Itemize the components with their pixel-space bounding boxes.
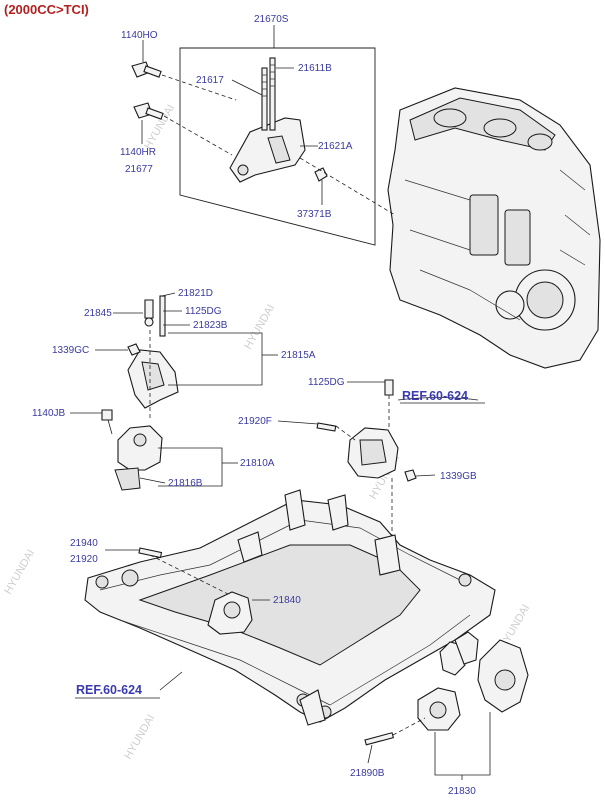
watermark: HYUNDAI [2,548,37,597]
part-label-1140HR[interactable]: 1140HR [120,147,156,158]
bolt-1140HR [133,102,164,144]
lower-mount-21830 [364,631,529,780]
part-label-21821D[interactable]: 21821D [178,288,213,299]
part-label-21823B[interactable]: 21823B [193,320,228,331]
transmission-mount-group [70,292,278,491]
part-label-1339GC[interactable]: 1339GC [52,345,89,356]
reference-link-lower[interactable]: REF.60-624 [76,683,142,697]
front-mount-group [277,379,479,540]
part-label-21670S[interactable]: 21670S [254,14,289,25]
part-label-1125DG-b[interactable]: 1125DG [308,377,345,388]
variant-label: (2000CC>TCI) [4,2,89,17]
part-label-21677[interactable]: 21677 [125,164,153,175]
part-label-21890B[interactable]: 21890B [350,768,385,779]
subframe-illustration [84,489,496,726]
part-label-21617[interactable]: 21617 [196,75,224,86]
part-label-21816B[interactable]: 21816B [168,478,203,489]
bolt-1140HO [131,40,162,78]
engine-mount-bracket-group [179,25,376,246]
rear-mount-21840 [207,591,270,635]
part-label-21810A[interactable]: 21810A [240,458,275,469]
part-label-21611B[interactable]: 21611B [298,63,332,74]
part-label-1140JB[interactable]: 1140JB [32,408,66,419]
part-label-1339GB[interactable]: 1339GB [440,471,477,482]
part-label-37371B[interactable]: 37371B [297,209,332,220]
watermark: HYUNDAI [242,303,277,352]
bolt-21940 [105,547,163,559]
ref-lower-leader [159,671,183,691]
watermark: HYUNDAI [122,713,157,762]
part-label-21830[interactable]: 21830 [448,786,476,797]
part-label-1125DG-a[interactable]: 1125DG [185,306,222,317]
part-label-21940[interactable]: 21940 [70,538,98,549]
part-label-21920[interactable]: 21920 [70,554,98,565]
part-label-21815A[interactable]: 21815A [281,350,316,361]
reference-link-upper[interactable]: REF.60-624 [402,389,468,403]
engine-block-illustration [387,87,601,369]
part-label-21845[interactable]: 21845 [84,308,112,319]
part-label-21840[interactable]: 21840 [273,595,301,606]
part-label-21621A[interactable]: 21621A [318,141,353,152]
part-labels: 21670S 1140HO 21617 21611B 21621A 1140HR… [32,14,477,797]
part-label-1140HO[interactable]: 1140HO [121,30,158,41]
part-label-21920F[interactable]: 21920F [238,416,272,427]
